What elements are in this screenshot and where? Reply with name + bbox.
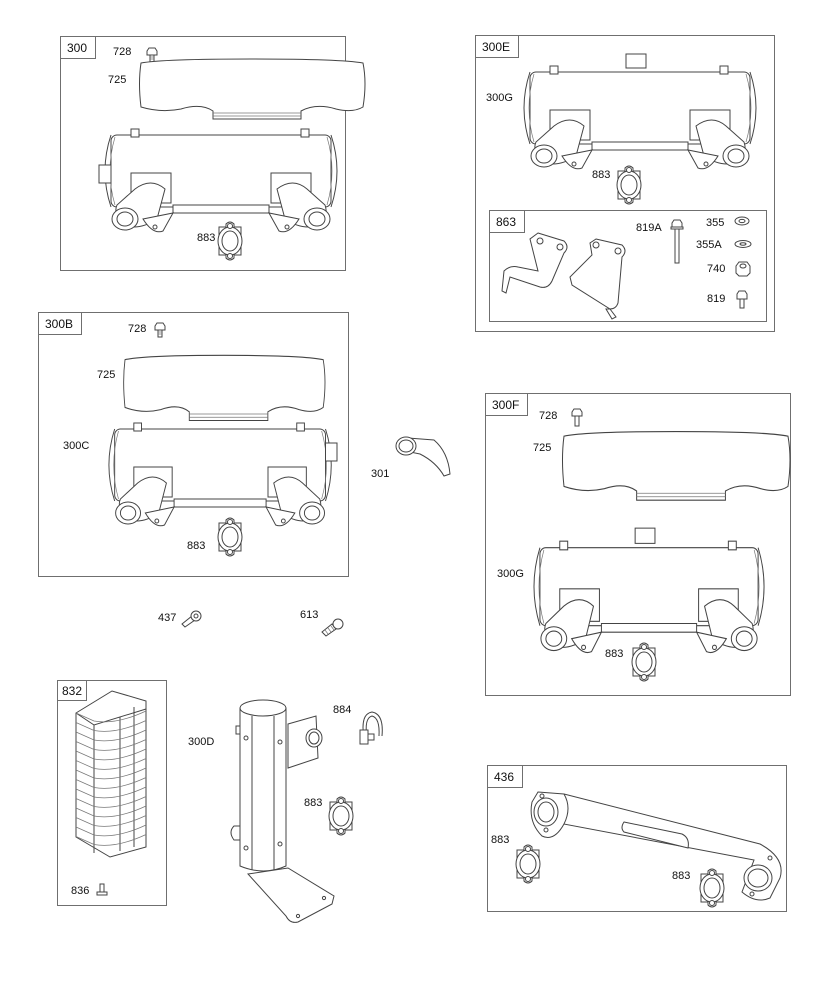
callout-728[interactable]: 728 (113, 46, 132, 58)
callout-883[interactable]: 883 (605, 648, 624, 660)
callout-836[interactable]: 836 (71, 885, 90, 897)
screw-437-icon[interactable] (180, 608, 204, 628)
screw-836-icon[interactable] (96, 883, 108, 897)
screen-rung (76, 778, 146, 789)
bolt-819-icon[interactable] (735, 290, 749, 310)
panel-300: 300 728 725 883 (60, 36, 366, 271)
callout-300G[interactable]: 300G (497, 568, 524, 580)
panel-id-863: 863 (489, 210, 526, 233)
muffler-300C[interactable] (107, 421, 337, 533)
muffler-300G[interactable] (522, 64, 762, 184)
callout-819[interactable]: 819 (707, 293, 726, 305)
screen-rung (76, 759, 146, 770)
heat-shield-725[interactable] (123, 351, 326, 427)
callout-883[interactable]: 883 (197, 232, 216, 244)
panel-832: 832 836 (57, 680, 167, 906)
screen-rung (76, 749, 146, 760)
callout-819A[interactable]: 819A (636, 222, 662, 234)
callout-883-right[interactable]: 883 (672, 870, 691, 882)
callout-725[interactable]: 725 (533, 442, 552, 454)
panel-436: 436 883 883 (487, 765, 787, 912)
panel-id-300E: 300E (475, 35, 520, 58)
clamp-884-icon[interactable] (356, 708, 386, 748)
panel-300E: 300E 300G 883 863 819A 355 355A 740 819 (475, 35, 775, 332)
deflector-301[interactable] (390, 434, 452, 480)
panel-id-300F: 300F (485, 393, 529, 416)
screen-rung (76, 835, 146, 846)
callout-740[interactable]: 740 (707, 263, 726, 275)
panel-id-300: 300 (60, 36, 97, 59)
bracket-863-left[interactable] (500, 231, 580, 301)
exhaust-manifold-436[interactable] (524, 786, 784, 904)
screen-rung (76, 787, 146, 798)
screw-613-icon[interactable] (320, 616, 346, 638)
callout-437[interactable]: 437 (158, 612, 177, 624)
panel-id-300B: 300B (38, 312, 83, 335)
callout-725[interactable]: 725 (108, 74, 127, 86)
callout-725[interactable]: 725 (97, 369, 116, 381)
panel-300F: 300F 728 725 300G 883 (485, 393, 791, 696)
gasket-883[interactable] (631, 640, 657, 684)
hex-nut-740-icon[interactable] (734, 260, 752, 278)
screen-rung (76, 797, 146, 808)
gasket-883[interactable] (217, 515, 243, 559)
callout-300C[interactable]: 300C (63, 440, 90, 452)
gasket-883-right[interactable] (699, 866, 725, 910)
callout-883[interactable]: 883 (187, 540, 206, 552)
screw-728-icon[interactable] (153, 322, 167, 338)
gasket-883[interactable] (328, 794, 354, 838)
callout-884[interactable]: 884 (333, 704, 352, 716)
heat-shield-725[interactable] (139, 55, 366, 125)
screen-rung (76, 806, 146, 817)
screen-rung (76, 730, 146, 741)
callout-355A[interactable]: 355A (696, 239, 722, 251)
screen-rung (76, 711, 146, 722)
gasket-883[interactable] (616, 163, 642, 207)
muffler-300G[interactable] (532, 539, 770, 669)
lock-washer-355-icon[interactable] (733, 215, 751, 227)
callout-883-left[interactable]: 883 (491, 834, 510, 846)
panel-300B: 300B 728 725 300C 883 (38, 312, 349, 577)
callout-728[interactable]: 728 (128, 323, 147, 335)
callout-883[interactable]: 883 (304, 797, 323, 809)
callout-300D[interactable]: 300D (188, 736, 215, 748)
callout-301[interactable]: 301 (371, 468, 390, 480)
screen-rung (76, 816, 146, 827)
flat-washer-355A-icon[interactable] (733, 238, 753, 250)
panel-id-832: 832 (57, 680, 88, 701)
callout-728[interactable]: 728 (539, 410, 558, 422)
gasket-883-left[interactable] (515, 842, 541, 886)
spark-arrestor-screen-832[interactable] (72, 687, 154, 859)
callout-613[interactable]: 613 (300, 609, 319, 621)
bracket-863-right[interactable] (566, 233, 646, 323)
bolt-819A-icon[interactable] (670, 219, 684, 265)
screen-rung (76, 768, 146, 779)
callout-355[interactable]: 355 (706, 217, 725, 229)
callout-883[interactable]: 883 (592, 169, 611, 181)
subpanel-863: 863 819A 355 355A 740 819 (489, 210, 767, 322)
callout-300G[interactable]: 300G (486, 92, 513, 104)
vertical-muffler-300D[interactable] (228, 698, 344, 924)
gasket-883[interactable] (217, 219, 243, 263)
panel-id-436: 436 (487, 765, 524, 788)
screen-rung (76, 825, 146, 836)
muffler-300[interactable] (103, 127, 343, 239)
heat-shield-725[interactable] (561, 427, 791, 507)
screw-728-icon[interactable] (570, 408, 584, 428)
screen-rung (76, 740, 146, 751)
screen-rung (76, 721, 146, 732)
